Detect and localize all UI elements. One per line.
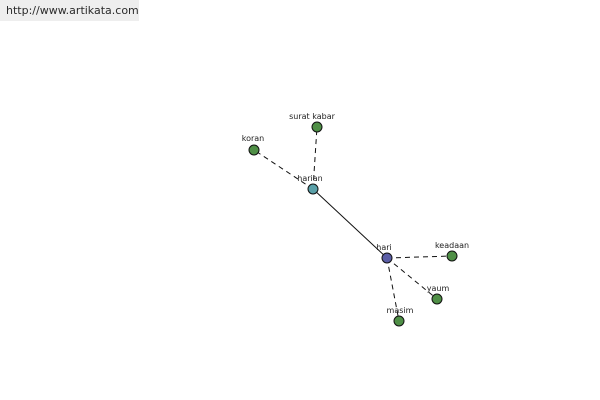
- node-surat-kabar[interactable]: surat kabar: [289, 112, 336, 133]
- node-label-koran: koran: [242, 134, 265, 143]
- node-circle-keadaan[interactable]: [446, 250, 458, 262]
- edge-hari-harian: [312, 188, 388, 259]
- node-circle-surat-kabar[interactable]: [311, 121, 323, 133]
- node-label-surat-kabar: surat kabar: [289, 112, 335, 121]
- node-circle-masim[interactable]: [393, 315, 405, 327]
- node-circle-harian[interactable]: [307, 183, 319, 195]
- node-label-hari: hari: [376, 243, 391, 252]
- node-koran[interactable]: koran: [242, 134, 265, 156]
- edges-layer: [253, 126, 453, 322]
- edge-harian-koran: [253, 149, 314, 190]
- node-harian[interactable]: harian: [297, 174, 323, 195]
- node-circle-koran[interactable]: [248, 144, 260, 156]
- node-hari[interactable]: hari: [376, 243, 393, 264]
- edge-harian-surat_kabar: [312, 126, 318, 190]
- node-keadaan[interactable]: keadaan: [435, 241, 469, 262]
- node-circle-hari[interactable]: [381, 252, 393, 264]
- edge-hari-yaum: [386, 257, 438, 300]
- edge-hari-keadaan: [386, 255, 453, 259]
- node-label-masim: masim: [387, 306, 414, 315]
- url-banner[interactable]: http://www.artikata.com: [0, 0, 139, 21]
- node-yaum[interactable]: yaum: [427, 284, 450, 305]
- node-masim[interactable]: masim: [387, 306, 414, 327]
- node-label-keadaan: keadaan: [435, 241, 469, 250]
- node-label-harian: harian: [297, 174, 322, 183]
- node-circle-yaum[interactable]: [431, 293, 443, 305]
- nodes-layer: hari harian surat kabar koran keadaan yaum mas…: [242, 112, 469, 327]
- node-label-yaum: yaum: [427, 284, 450, 293]
- edge-hari-masim: [386, 257, 400, 322]
- url-text: http://www.artikata.com: [6, 4, 139, 17]
